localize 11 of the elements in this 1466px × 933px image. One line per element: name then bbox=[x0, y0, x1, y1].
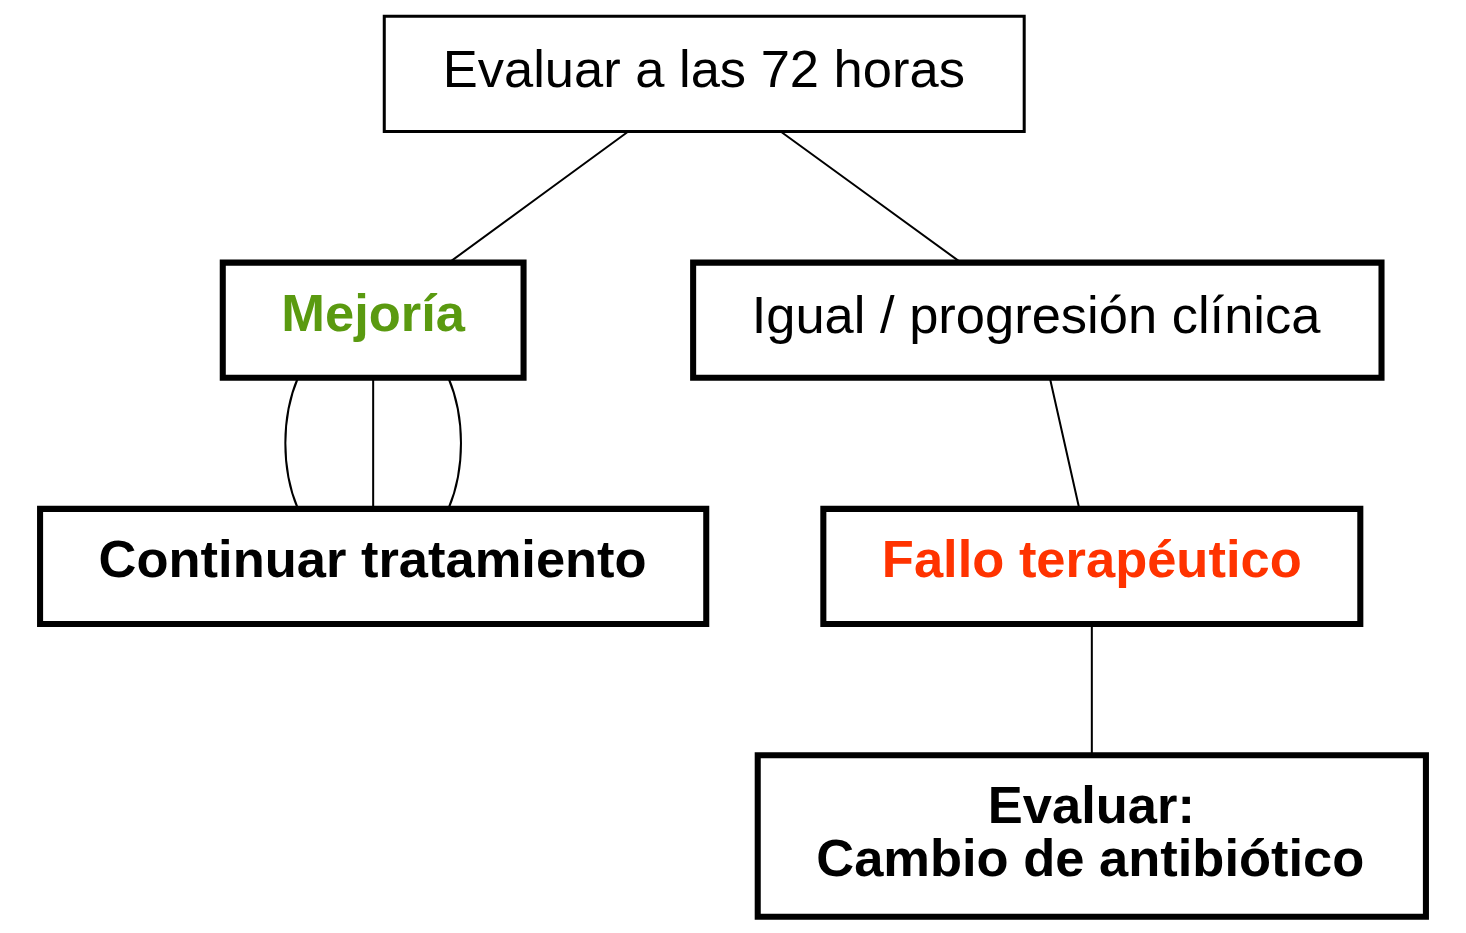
connector bbox=[447, 377, 462, 509]
node-box: Igual / progresión clínica bbox=[690, 259, 1385, 381]
node-box: Fallo terapéutico bbox=[820, 505, 1364, 627]
connector bbox=[372, 377, 375, 509]
node-box: Continuar tratamiento bbox=[37, 505, 710, 627]
connector bbox=[284, 377, 299, 509]
node-box: Evaluar a las 72 horas bbox=[382, 14, 1026, 133]
node-box: Evaluar: Cambio de antibiótico bbox=[754, 752, 1429, 920]
connector bbox=[1048, 377, 1081, 509]
node-box: Mejoría bbox=[219, 259, 527, 381]
connector bbox=[1090, 624, 1093, 756]
